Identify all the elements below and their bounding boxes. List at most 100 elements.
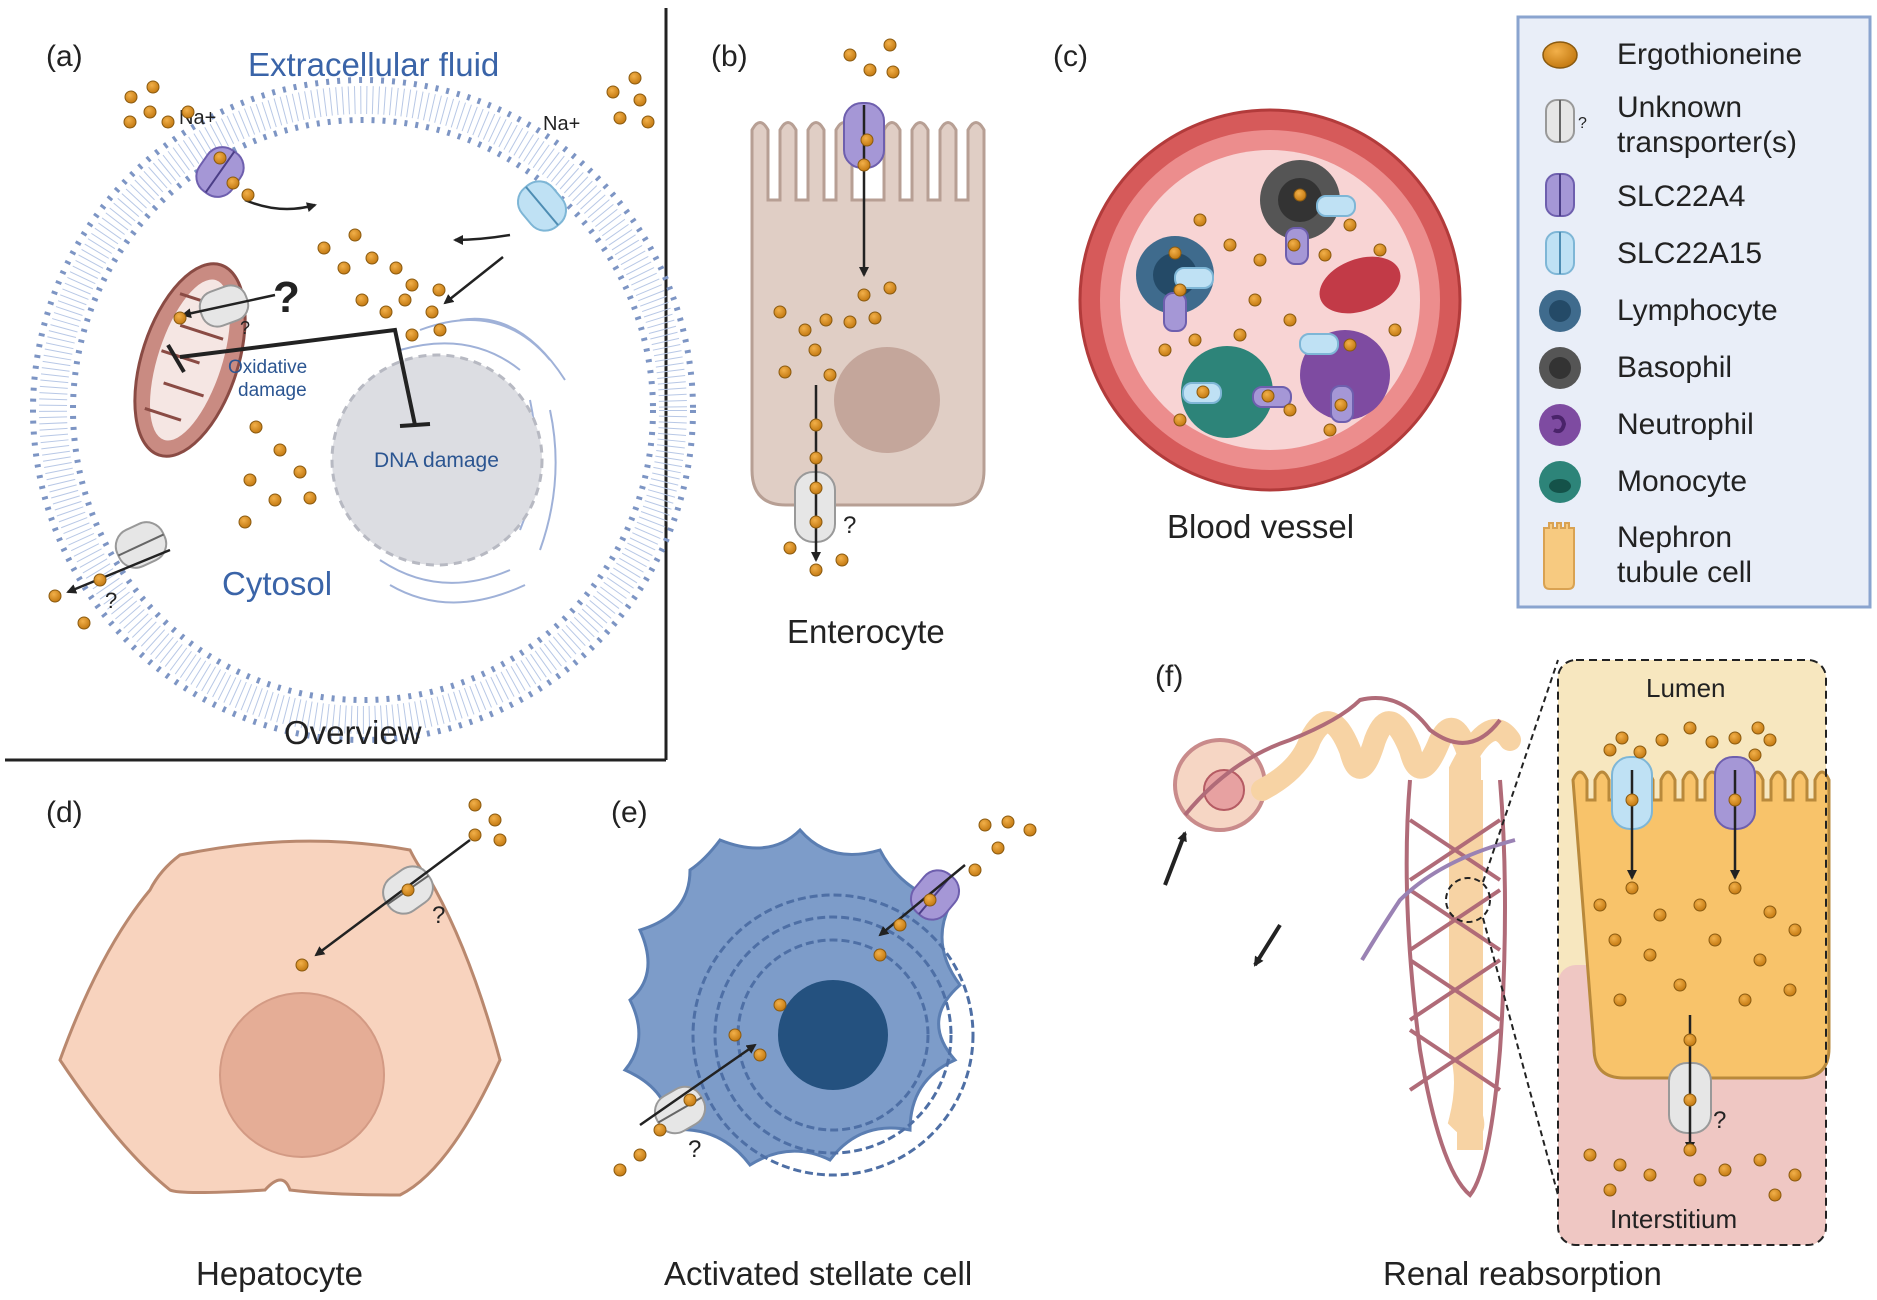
panel-e-title: Activated stellate cell [664,1255,972,1292]
ergothioneine-dot [365,251,379,265]
ergothioneine-dot [991,841,1005,855]
ergothioneine-dot [653,1123,667,1137]
ergothioneine-dot [1783,983,1797,997]
legend-question-mark: ? [1578,115,1587,132]
ergothioneine-dot [1233,328,1247,342]
ergothioneine-dot [868,311,882,325]
slc22a15-transporter-a [516,180,568,232]
ergothioneine-dot [823,368,837,382]
ergothioneine-dot [405,278,419,292]
ergothioneine-dot [143,105,157,119]
ergothioneine-dot [1728,881,1742,895]
red-blood-cell [1319,256,1401,314]
transport-arrow-d [314,838,471,957]
ergothioneine-dot [273,443,287,457]
afferent-arrow [1163,831,1187,886]
ergothioneine-dot [1287,238,1301,252]
ergothioneine-dot [1613,993,1627,1007]
ergothioneine-dot [77,616,91,630]
ergothioneine-dot [241,188,255,202]
ergothioneine-dot [1318,248,1332,262]
ergothioneine-dot [1683,1093,1697,1107]
inset-tubule-cell [1571,770,1831,1080]
legend-slc22a4: SLC22A4 [1617,180,1745,213]
ergothioneine-dot [348,228,362,242]
ergothioneine-dot [808,343,822,357]
ergothioneine-dot [857,288,871,302]
ergothioneine-dot [819,313,833,327]
panel-a: (a) Extracellular fluid DNA damage Oxida… [5,8,696,762]
ergothioneine-dot [1693,898,1707,912]
ergothioneine-dot [1728,731,1742,745]
transport-arrows-a [66,198,511,594]
panel-d: (d) ? Hepatocyte [46,796,502,1292]
hepatocyte-nucleus [219,992,385,1158]
ergothioneine-dot [1253,253,1267,267]
ergothioneine-dot [379,305,393,319]
ergothioneine-dot [1768,1188,1782,1202]
ergothioneine-dot [1583,1148,1597,1162]
ergothioneine-dot [1343,218,1357,232]
ergothioneine-dot [1693,1173,1707,1187]
ergothioneine-dot [238,515,252,529]
ergothioneine-dot [1193,213,1207,227]
zoom-line-top [1482,659,1559,883]
ergothioneine-dot [641,115,655,129]
ergothioneine-dot [883,281,897,295]
ergothioneine-dot [1625,881,1639,895]
slc22a4-transporter-a [195,146,245,198]
ergothioneine-dot [405,328,419,342]
ergothioneine-dot [1748,748,1762,762]
panel-a-title: Overview [284,714,422,751]
ergothioneine-dot [883,38,897,52]
legend-neutrophil: Neutrophil [1617,408,1754,441]
zoom-line-bottom [1482,917,1559,1196]
ergothioneine-dot [1603,1183,1617,1197]
panel-e: (e) ? Activated stellate cell [611,796,975,1292]
ergothioneine-dot [425,305,439,319]
legend-unknown-line2: transporter(s) [1617,126,1797,159]
inner-membrane-heads [70,117,656,703]
unknown-transporter-exit [114,521,168,569]
ergothioneine-dot [809,418,823,432]
neutrophil-icon [1539,404,1581,446]
ergothioneine-dot [773,305,787,319]
legend-monocyte: Monocyte [1617,465,1747,498]
ergothioneine-dot [181,105,195,119]
ergothioneine-dot [809,515,823,529]
ergothioneine-dot [1343,338,1357,352]
ergothioneine-dot [1223,238,1237,252]
ergothioneine-dot [1655,733,1669,747]
ergothioneine-dot [1788,1168,1802,1182]
ergothioneine-dot [1673,978,1687,992]
zoom-circle [1445,877,1491,923]
ergothioneine-dot [683,1093,697,1107]
ergothioneine-dot [783,541,797,555]
ergothioneine-dot [873,948,887,962]
ergothioneine-dot [1023,823,1037,837]
panel-d-label: (d) [46,796,83,829]
slc22a4-lymphocyte [1163,292,1187,332]
ergothioneine-dot [886,65,900,79]
legend-nephron-line1: Nephron [1617,521,1732,554]
nucleus [330,353,544,567]
ergothioneine-dot [213,151,227,165]
outer-membrane-heads [30,77,696,743]
ergothioneine-dot [1751,721,1765,735]
ergothioneine-dot [1683,721,1697,735]
monocyte-icon [1539,461,1581,503]
ergothioneine-dot [433,323,447,337]
ergothioneine-dot [249,420,263,434]
glomerulus-capillaries [1203,769,1245,811]
stellate-nucleus [778,980,888,1090]
ergothioneine-dot [123,115,137,129]
ergothioneine-dot [317,241,331,255]
slc22a4-icon [1545,173,1575,217]
question-mark-big: ? [273,273,300,322]
ergothioneine-dot [1683,1143,1697,1157]
question-mark-e: ? [688,1136,701,1163]
ergothioneine-dot [173,311,187,325]
inset-border [1557,659,1827,1246]
ergothioneine-dot [835,553,849,567]
panel-c: (c) Blood vessel [1053,40,1462,545]
